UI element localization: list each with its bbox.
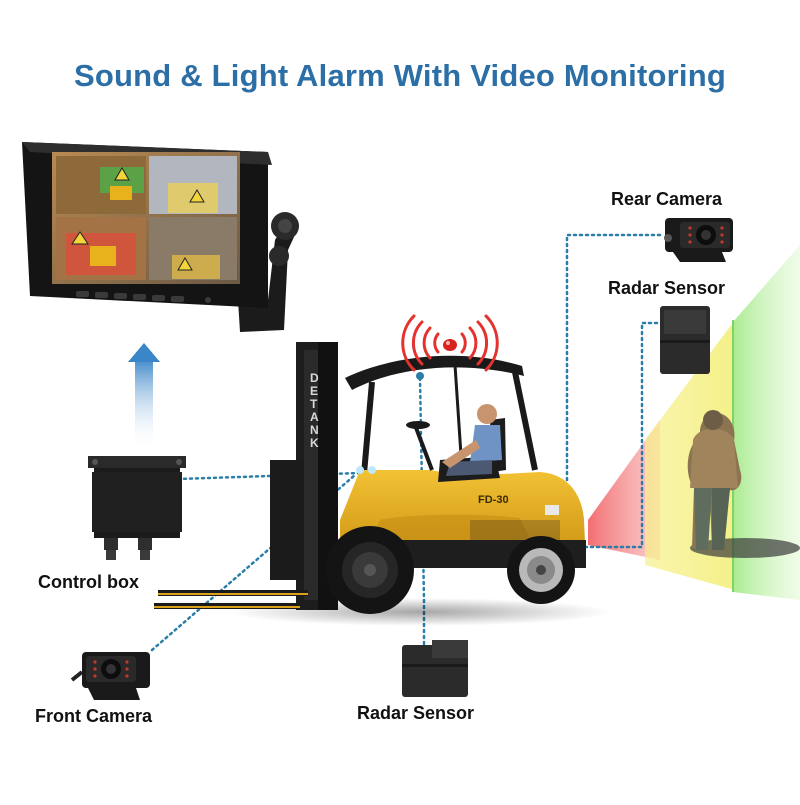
connector-rear-camera	[565, 233, 662, 482]
connector-rear-radar	[583, 321, 662, 549]
bottom-radar-sensor	[402, 640, 468, 697]
label-control-box: Control box	[38, 572, 139, 592]
forklift-driver	[442, 404, 502, 476]
monitor-quad-view	[56, 156, 237, 280]
monitor	[22, 142, 299, 332]
control-box	[88, 456, 186, 560]
forklift-mast-text: DET ANK	[310, 371, 319, 450]
rear-radar-sensor	[660, 306, 710, 374]
rear-camera	[664, 218, 733, 262]
label-rear-camera: Rear Camera	[611, 189, 723, 209]
label-radar-sensor-bottom: Radar Sensor	[357, 703, 475, 723]
forklift-front-wheel	[326, 526, 414, 614]
label-radar-sensor-rear: Radar Sensor	[608, 278, 726, 298]
forklift	[154, 342, 610, 626]
forklift-rear-wheel	[507, 536, 575, 604]
person-figure	[687, 410, 800, 558]
detection-zone-green	[733, 245, 800, 600]
forklift-model-text: FD-30	[478, 494, 509, 506]
alarm-light	[401, 314, 499, 372]
signal-arrow-up	[128, 343, 160, 450]
monitor-buttons	[76, 291, 211, 303]
front-camera	[70, 652, 150, 700]
label-front-camera: Front Camera	[35, 706, 153, 726]
page-title: Sound & Light Alarm With Video Monitorin…	[74, 58, 726, 93]
